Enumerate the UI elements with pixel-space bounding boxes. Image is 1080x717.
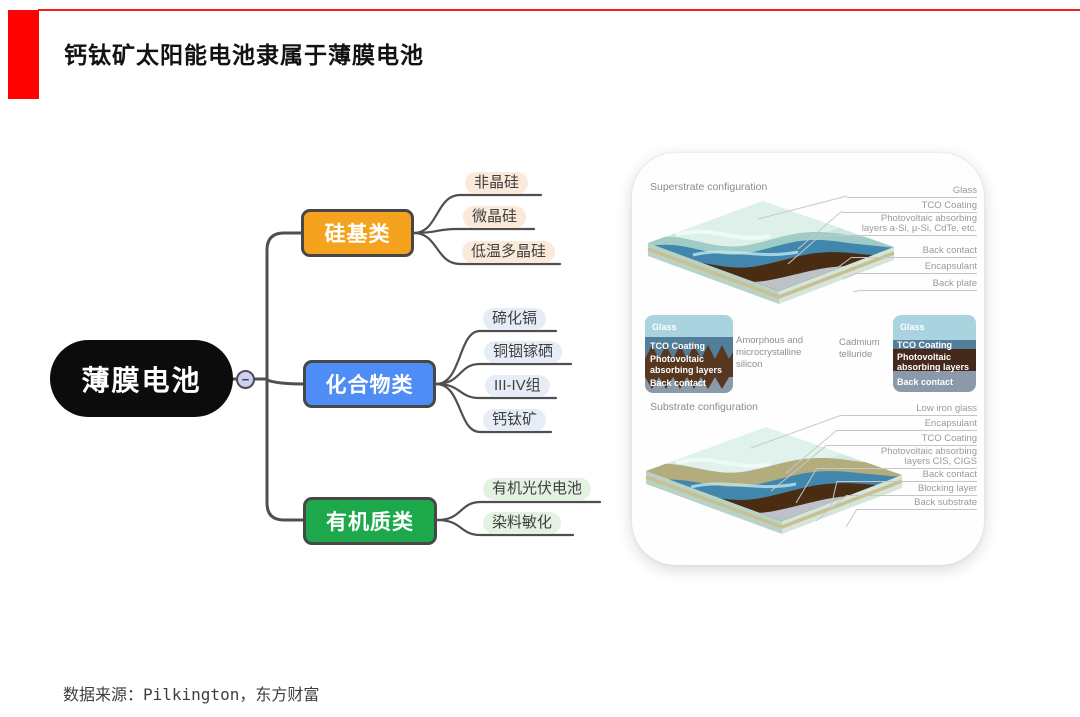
card-layer-pv2: absorbing layers <box>897 362 969 372</box>
card-layer-pv1: Photovoltaic <box>897 352 951 362</box>
root-node[interactable]: 薄膜电池 <box>50 340 233 417</box>
label-low-iron-glass: Low iron glass <box>842 403 977 416</box>
label-tco-coating: TCO Coating <box>827 433 977 446</box>
leaf-organic-pv[interactable]: 有机光伏电池 <box>483 478 592 500</box>
card-layer-tco: TCO Coating <box>897 340 952 350</box>
branch-organic[interactable]: 有机质类 <box>303 497 437 545</box>
card-layer-glass: Glass <box>652 322 677 332</box>
leaf-cigs[interactable]: 铜铟镓硒 <box>484 341 563 363</box>
caption-cadmium-telluride: Cadmium telluride <box>839 337 880 360</box>
label-pv-absorbing: Photovoltaic absorbing <box>880 446 977 457</box>
superstrate-title: Superstrate configuration <box>650 181 768 193</box>
label-back-contact: Back contact <box>852 245 977 258</box>
stack-card-cdte: Glass TCO Coating Photovoltaic absorbing… <box>893 315 976 392</box>
leaf-low-temp-polysilicon[interactable]: 低温多晶硅 <box>462 241 556 263</box>
leaf-dye-sensitized[interactable]: 染料敏化 <box>483 512 562 534</box>
leaf-amorphous-silicon[interactable]: 非晶硅 <box>465 172 529 194</box>
page-title: 钙钛矿太阳能电池隶属于薄膜电池 <box>64 42 424 68</box>
card-layer-pv1: Photovoltaic <box>650 354 704 364</box>
label-pv-absorbing: Photovoltaic absorbing <box>880 213 977 224</box>
card-layer-back: Back contact <box>650 378 706 388</box>
leaf-perovskite[interactable]: 钙钛矿 <box>483 409 547 431</box>
header-accent-block <box>8 10 39 99</box>
middle-branch-line <box>265 378 305 386</box>
card-layer-pv2: absorbing layers <box>650 365 722 375</box>
label-encapsulant: Encapsulant <box>837 418 977 431</box>
leaf-microcrystalline-silicon[interactable]: 微晶硅 <box>463 206 527 228</box>
caption-amorphous-silicon: Amorphous and microcrystalline silicon <box>736 335 804 370</box>
card-layer-tco: TCO Coating <box>650 341 705 351</box>
label-glass: Glass <box>847 185 977 198</box>
thin-film-structure-panel: Superstrate configuration Glass TCO Coat… <box>632 153 984 565</box>
label-pv-layers: layers CIS, CIGS <box>817 456 977 469</box>
trunk-line <box>265 231 305 522</box>
leaf-cadmium-telluride[interactable]: 碲化镉 <box>483 308 547 330</box>
data-source-note: 数据来源：Pilkington，东方财富 <box>63 685 320 704</box>
label-back-plate: Back plate <box>862 278 977 291</box>
substrate-title: Substrate configuration <box>650 401 758 413</box>
branch-compound[interactable]: 化合物类 <box>303 360 436 408</box>
leaf-iii-iv-group[interactable]: III-IV组 <box>485 375 550 397</box>
card-layer-glass: Glass <box>900 322 925 332</box>
label-back-contact: Back contact <box>837 469 977 482</box>
branch-silicon-based[interactable]: 硅基类 <box>301 209 414 257</box>
leaf-branch-lines <box>412 193 602 537</box>
label-back-substrate: Back substrate <box>857 497 977 510</box>
texture-zigzag <box>645 345 733 359</box>
label-tco-coating: TCO Coating <box>842 200 977 213</box>
collapse-button[interactable]: − <box>236 370 255 389</box>
label-encapsulant: Encapsulant <box>857 261 977 274</box>
label-pv-layers: layers a-Si, μ-Si, CdTe, etc. <box>822 223 977 236</box>
stack-card-silicon: Glass TCO Coating Photovoltaic absorbing… <box>645 315 733 393</box>
label-blocking-layer: Blocking layer <box>847 483 977 496</box>
texture-zigzag <box>645 377 729 389</box>
card-layer-back: Back contact <box>897 377 953 387</box>
header-rule <box>38 9 1080 11</box>
